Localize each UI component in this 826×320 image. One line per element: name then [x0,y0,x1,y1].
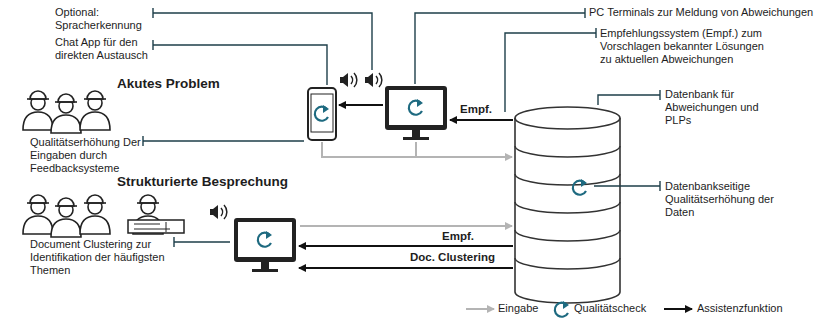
callout-text: Optional: Spracherkennung [55,6,150,32]
callout-text: PC Terminals zur Meldung von Abweichunge… [589,6,821,19]
callout-text: Qualitätserhöhung Der Eingaben durch Fee… [30,136,142,175]
legend-text: Qualitätscheck [574,302,646,315]
callout-text: Chat App für den direkten Austausch [55,36,151,62]
arrow-label: Empf. [458,103,494,116]
legend-text: Assistenzfunktion [697,302,783,315]
group-heading: Strukturierte Besprechung [117,174,288,190]
callout-text: Datenbankseitige Qualitätserhöhung der D… [665,180,795,219]
legend-text: Eingabe [498,302,538,315]
callout-text: Document Clustering zur Identifikation d… [30,238,172,277]
callout-text: Datenbank für Abweichungen und PLPs [665,88,780,127]
callout-text: Empfehlungssystem (Empf.) zum Vorschlage… [600,27,775,66]
arrow-label: Empf. [440,230,476,243]
arrow-label: Doc. Clustering [408,251,497,264]
group-heading: Akutes Problem [117,76,220,92]
